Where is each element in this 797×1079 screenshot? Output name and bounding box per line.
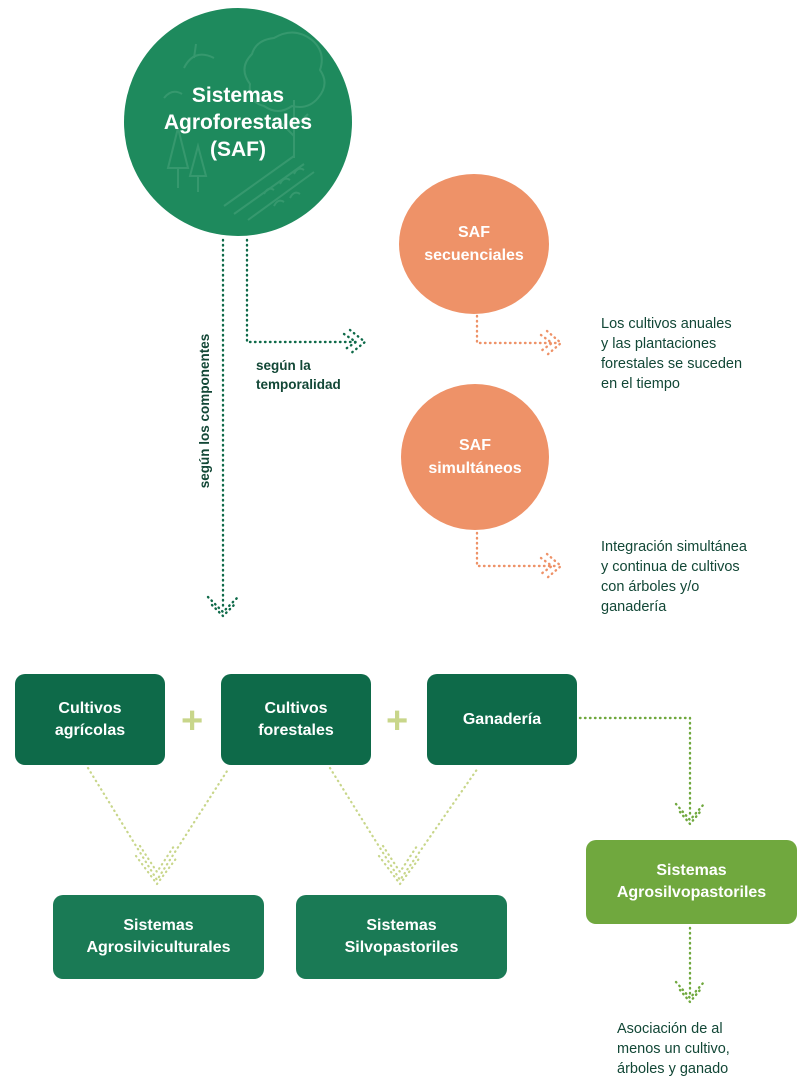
- agrosilvopastoril-arrowhead: [674, 980, 706, 1004]
- saf-sequential-circle: SAF secuenciales: [399, 174, 549, 314]
- agrosilvicultural-box: Sistemas Agrosilviculturales: [53, 895, 264, 979]
- ganaderia-box: Ganadería: [427, 674, 577, 765]
- saf-sequential-title: SAF secuenciales: [424, 224, 524, 264]
- saf-main-circle: Sistemas Agroforestales (SAF): [124, 8, 352, 236]
- cultivos-agricolas-box: Cultivos agrícolas: [15, 674, 165, 765]
- components-arrowhead: [206, 595, 240, 618]
- sequential-arrowhead: [539, 329, 563, 357]
- forest-line-art-icon: [163, 31, 326, 221]
- saf-simultaneous-title: SAF simultáneos: [428, 437, 522, 477]
- saf-simultaneous-circle: SAF simultáneos: [401, 384, 549, 530]
- plus-sign-1: +: [181, 700, 204, 742]
- agrosilvicultural-arrowhead: [134, 844, 180, 886]
- simultaneous-connector: [475, 531, 559, 568]
- ganaderia-arrowhead: [674, 802, 706, 826]
- cultivos-forestales-box: Cultivos forestales: [221, 674, 371, 765]
- temporal-arrowhead: [342, 328, 367, 356]
- agrosilvopastoril-description: Asociación de al menos un cultivo, árbol…: [617, 1021, 730, 1077]
- temporal-label: según la temporalidad: [256, 358, 341, 392]
- agrosilvicultural-connector: [86, 766, 231, 883]
- ganaderia-connector: [578, 716, 692, 820]
- simultaneous-description: Integración simultánea y continua de cul…: [601, 539, 747, 615]
- saf-title: Sistemas Agroforestales (SAF): [163, 83, 313, 161]
- silvopastoril-connector: [328, 766, 480, 882]
- silvopastoril-box: Sistemas Silvopastoriles: [296, 895, 507, 979]
- sequential-description: Los cultivos anuales y las plantaciones …: [601, 316, 743, 392]
- agrosilvopastoril-box: Sistemas Agrosilvopastoriles: [586, 840, 797, 924]
- components-label: según los componentes: [197, 333, 212, 489]
- plus-sign-2: +: [386, 700, 409, 742]
- silvopastoril-arrowhead: [377, 844, 423, 886]
- simultaneous-arrowhead: [539, 552, 563, 580]
- sequential-connector: [475, 314, 559, 345]
- temporal-connector: [245, 238, 362, 344]
